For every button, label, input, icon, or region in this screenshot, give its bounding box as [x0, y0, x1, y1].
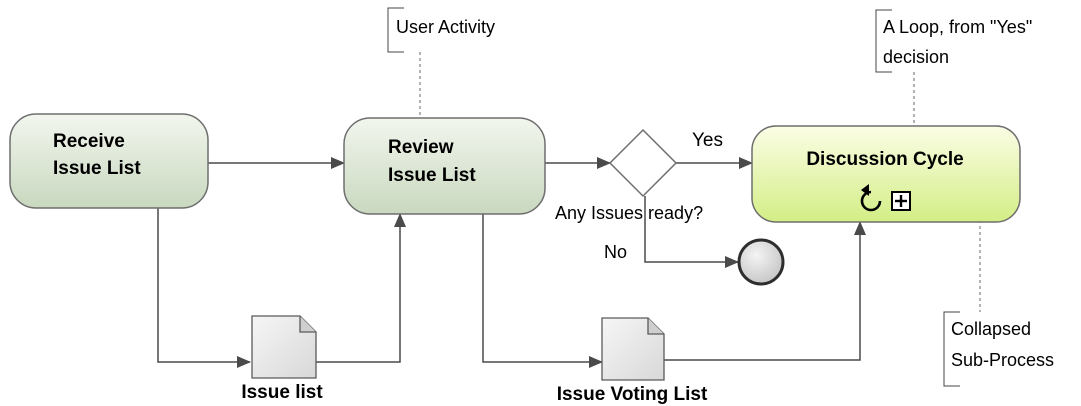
flow-voting-list-to-discussion	[664, 221, 866, 361]
collapsed-plus-icon	[891, 191, 911, 211]
data-object-voting-list[interactable]	[601, 317, 665, 381]
annotation-loop-line2: decision	[883, 47, 949, 67]
gateway-no-label: No	[604, 242, 627, 262]
data-object-voting-list-label: Issue Voting List	[557, 384, 708, 405]
gateway-yes-label: Yes	[692, 130, 723, 151]
flow-review-to-voting-list	[482, 214, 603, 368]
task-receive-line1: Receive	[53, 131, 125, 152]
gateway-question-label: Any Issues ready?	[555, 203, 703, 223]
subprocess-label: Discussion Cycle	[806, 149, 963, 170]
flow-issue-list-to-review	[316, 213, 406, 363]
annotation-collapsed-line2: Sub-Process	[951, 350, 1054, 370]
annotation-loop: A Loop, from "Yes" decision	[875, 9, 1032, 126]
data-object-issue-list[interactable]	[251, 315, 317, 379]
end-event[interactable]	[737, 238, 785, 286]
flow-gateway-no	[644, 196, 739, 268]
annotation-loop-line1: A Loop, from "Yes"	[883, 17, 1032, 37]
annotation-collapsed-line1: Collapsed	[951, 319, 1031, 339]
loop-icon	[860, 184, 882, 212]
annotation-collapsed: Collapsed Sub-Process	[943, 220, 1054, 387]
gateway-any-issues-ready[interactable]	[608, 128, 678, 198]
annotation-user-activity: User Activity	[387, 7, 495, 118]
task-review-line1: Review	[388, 137, 454, 158]
task-receive-issue-list[interactable]: Receive Issue List	[9, 113, 209, 209]
connectors	[157, 157, 866, 368]
task-receive-line2: Issue List	[53, 158, 141, 179]
annotation-user-activity-text: User Activity	[396, 17, 495, 37]
subprocess-discussion-cycle[interactable]: Discussion Cycle	[751, 125, 1021, 223]
data-object-issue-list-label: Issue list	[241, 382, 323, 403]
flow-receive-to-issue-list	[157, 208, 251, 368]
task-review-line2: Issue List	[388, 165, 476, 186]
task-review-issue-list[interactable]: Review Issue List	[343, 117, 546, 215]
